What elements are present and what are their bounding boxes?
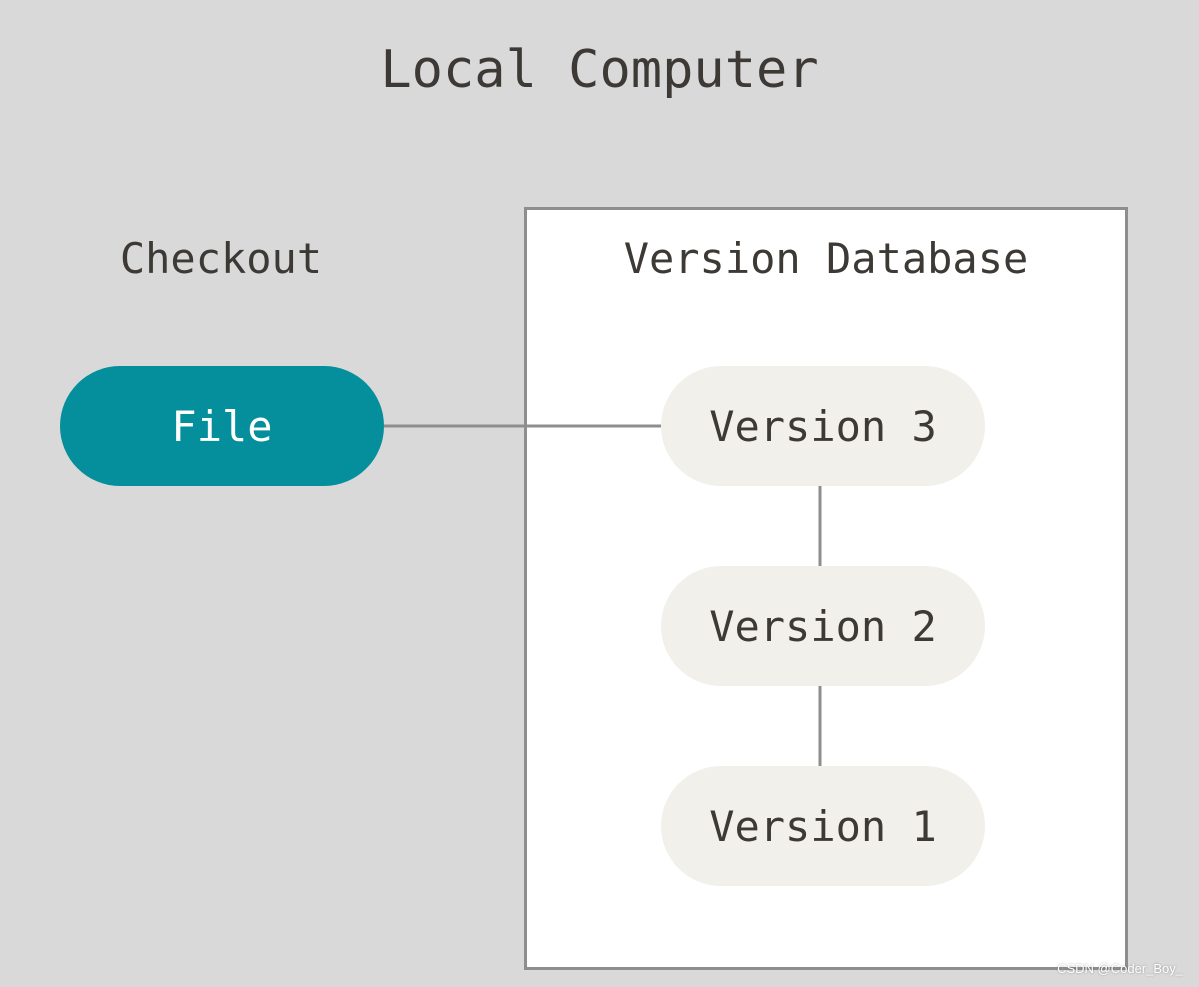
diagram-title: Local Computer (380, 40, 819, 100)
version-1-node: Version 1 (661, 766, 985, 886)
version-3-node: Version 3 (661, 366, 985, 486)
file-node-label: File (171, 401, 273, 451)
version-1-label: Version 1 (709, 801, 937, 851)
version-2-node: Version 2 (661, 566, 985, 686)
version-3-label: Version 3 (709, 401, 937, 451)
checkout-label: Checkout (119, 234, 323, 283)
watermark: CSDN @Coder_Boy_ (1057, 961, 1183, 976)
version-database-label: Version Database (623, 234, 1029, 283)
version-2-label: Version 2 (709, 601, 937, 651)
file-node: File (60, 366, 384, 486)
